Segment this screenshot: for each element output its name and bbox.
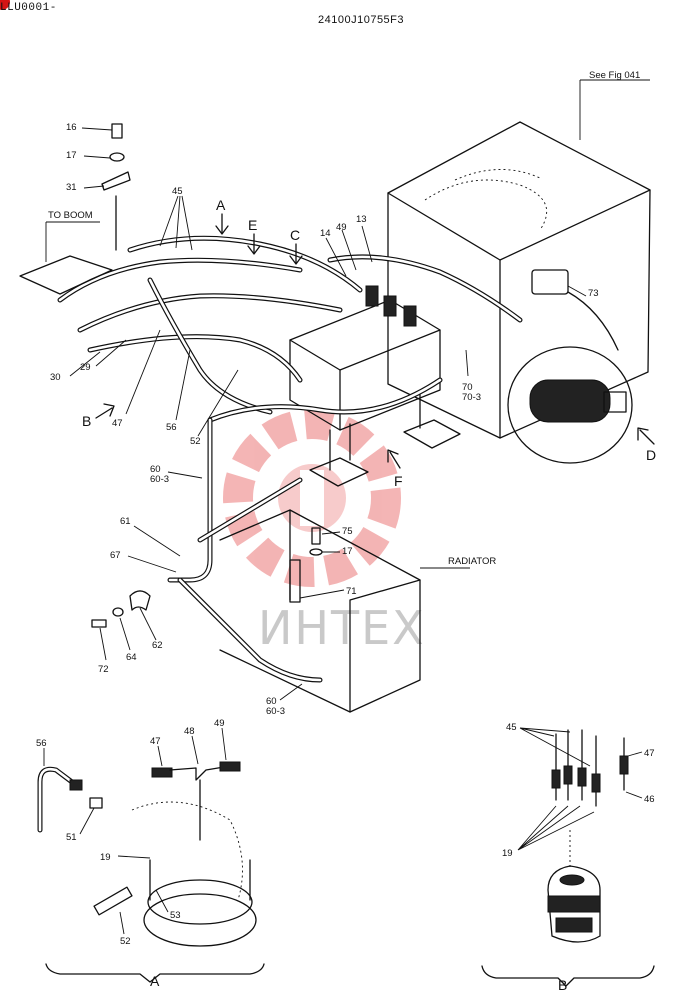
radiator-label: RADIATOR [448, 556, 496, 567]
callout-61: 61 [120, 516, 131, 527]
detail-a-callout-52: 52 [120, 936, 131, 947]
detail-a-callout-19: 19 [100, 852, 111, 863]
callout-71: 71 [346, 586, 357, 597]
detail-b-callout-19: 19 [502, 848, 513, 859]
view-arrow-b: B [82, 413, 91, 429]
detail-a [37, 761, 265, 983]
to-boom-label: TO BOOM [48, 210, 93, 221]
callout-70: 70 [462, 382, 473, 393]
bolt-16 [101, 123, 131, 251]
hose-bundle [57, 235, 523, 423]
detail-b-callout-46: 46 [644, 794, 655, 805]
red-corner-mark [0, 0, 10, 10]
callout-60b: 60 [266, 696, 277, 707]
hydraulic-tank [387, 121, 651, 439]
main-callouts: 16 17 31 45 14 49 13 73 30 29 47 56 52 7… [50, 122, 599, 717]
callout-60: 60 [150, 464, 161, 475]
doc-code: LLU0001- [0, 2, 57, 14]
callout-73: 73 [588, 288, 599, 299]
valve-brackets [309, 394, 461, 487]
callout-72: 72 [98, 664, 109, 675]
callout-70-3: 70-3 [462, 392, 481, 403]
detail-a-callout-53: 53 [170, 910, 181, 921]
filter-assembly [507, 269, 633, 464]
watermark-text: ИНТЕХ [258, 601, 426, 655]
callout-49: 49 [336, 222, 347, 233]
callout-31: 31 [66, 182, 77, 193]
callout-16: 16 [66, 122, 77, 133]
detail-b [481, 729, 655, 987]
callout-13: 13 [356, 214, 367, 225]
detail-a-callout-51: 51 [66, 832, 77, 843]
view-arrow-e: E [248, 217, 257, 233]
callout-60-3b: 60-3 [266, 706, 285, 717]
detail-b-callout-45: 45 [506, 722, 517, 733]
detail-a-callout-49: 49 [214, 718, 225, 729]
callout-60-3: 60-3 [150, 474, 169, 485]
detail-a-callout-47: 47 [150, 736, 161, 747]
view-arrows: A E C B F D [82, 197, 656, 489]
callout-62: 62 [152, 640, 163, 651]
callout-75: 75 [342, 526, 353, 537]
detail-b-callouts: 45 47 46 19 B [502, 722, 655, 993]
boom-block [19, 255, 113, 295]
view-arrow-f: F [394, 473, 403, 489]
view-arrow-a: A [216, 197, 226, 213]
callout-14: 14 [320, 228, 331, 239]
callout-56: 56 [166, 422, 177, 433]
see-fig-label: See Fig 041 [589, 70, 640, 81]
detail-a-callouts: 56 47 48 49 51 19 53 52 A [36, 718, 227, 989]
detail-a-callout-48: 48 [184, 726, 195, 737]
part-number: 24100J10755F3 [318, 14, 405, 26]
callout-17b: 17 [342, 546, 353, 557]
detail-b-title: B [558, 977, 567, 993]
callout-67: 67 [110, 550, 121, 561]
callout-64: 64 [126, 652, 137, 663]
callout-52: 52 [190, 436, 201, 447]
clamp-62 [91, 590, 151, 628]
callout-45: 45 [172, 186, 183, 197]
detail-a-callout-56: 56 [36, 738, 47, 749]
callout-17: 17 [66, 150, 77, 161]
return-pipe [167, 417, 323, 683]
callout-47: 47 [112, 418, 123, 429]
callout-29: 29 [80, 362, 91, 373]
view-arrow-c: C [290, 227, 300, 243]
detail-a-title: A [150, 973, 160, 989]
view-arrow-d: D [646, 447, 656, 463]
control-valve [289, 285, 441, 431]
bolt-assembly-75 [289, 527, 323, 603]
callout-30: 30 [50, 372, 61, 383]
detail-b-callout-47: 47 [644, 748, 655, 759]
